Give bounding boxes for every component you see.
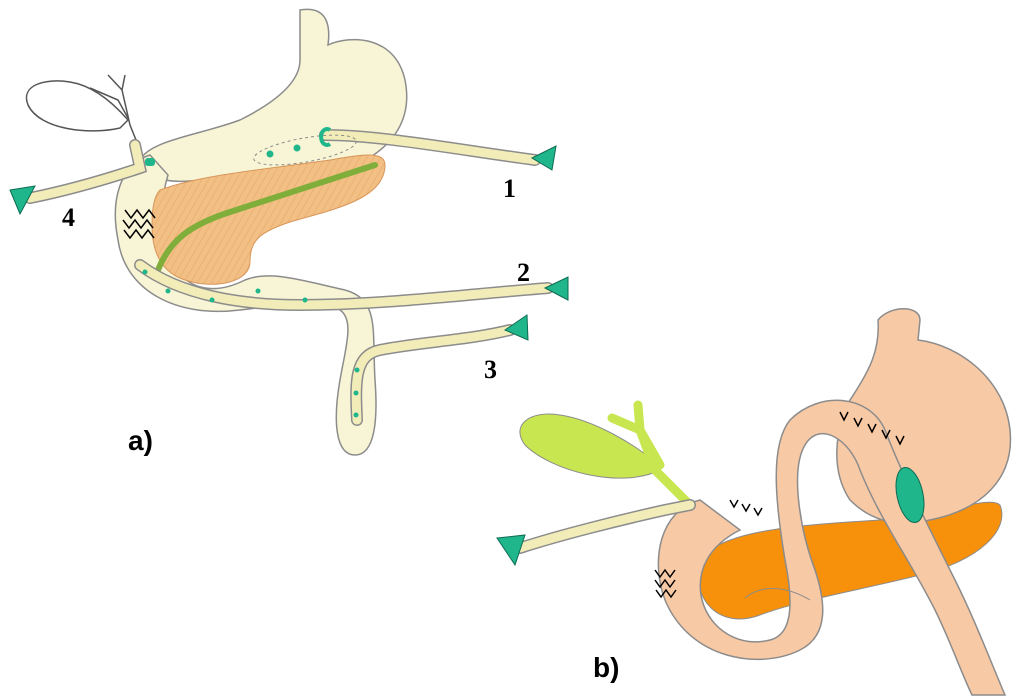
drain-number-2: 2 xyxy=(517,258,530,287)
drain-number-3: 3 xyxy=(484,355,497,384)
drain-cap-1 xyxy=(532,146,556,170)
panel-label-a: a) xyxy=(128,425,153,456)
panel-a: 1 2 3 4 a) xyxy=(10,9,568,456)
drain-number-1: 1 xyxy=(503,174,516,203)
panel-b: b) xyxy=(497,309,1010,695)
panel-label-b: b) xyxy=(593,652,619,683)
drain-cap-2 xyxy=(545,277,568,300)
gallbladder-a xyxy=(26,81,128,131)
drain-number-4: 4 xyxy=(62,203,75,232)
drain-3-a xyxy=(354,315,529,420)
